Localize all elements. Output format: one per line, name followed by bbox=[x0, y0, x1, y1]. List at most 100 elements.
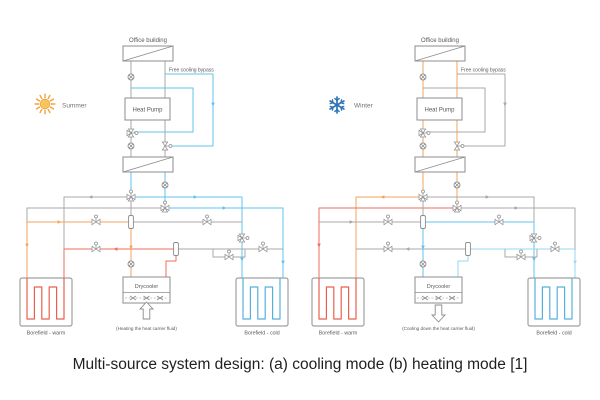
borefield-cold-label: Borefield - cold bbox=[536, 331, 571, 337]
valve-icon bbox=[91, 214, 101, 226]
heat-pump-box: Heat Pump bbox=[124, 97, 171, 121]
fan-icon bbox=[129, 295, 137, 301]
valve-icon bbox=[383, 214, 393, 226]
pipe-dcR bbox=[457, 255, 469, 277]
flow-arrow bbox=[113, 247, 118, 251]
pump-icon bbox=[419, 260, 427, 268]
pump-icon bbox=[127, 260, 135, 268]
heat-exchanger-box bbox=[414, 45, 466, 62]
drycooler-note: (Heating the heat carrier fluid) bbox=[116, 326, 177, 331]
pipe-segB bbox=[26, 207, 161, 222]
flow-arrow bbox=[222, 206, 227, 210]
pipe-dcR bbox=[165, 255, 177, 277]
flow-arrow bbox=[281, 260, 285, 265]
heat-pump-label: Heat Pump bbox=[132, 108, 163, 114]
air-flow-arrow bbox=[138, 301, 155, 320]
expansion-vessel bbox=[173, 242, 179, 256]
season-label: Winter bbox=[354, 103, 374, 110]
expansion-vessel bbox=[465, 242, 471, 256]
three-way-valve-icon bbox=[418, 128, 431, 138]
three-way-valve-icon bbox=[126, 189, 136, 202]
flow-arrow bbox=[129, 245, 133, 250]
valve-icon bbox=[202, 214, 212, 226]
heat-pump-box: Heat Pump bbox=[416, 97, 463, 121]
snowflake-icon bbox=[329, 96, 345, 114]
valve-icon bbox=[383, 241, 393, 253]
free-cooling-bypass-label: Free cooling bypass bbox=[169, 68, 214, 74]
borefield-cold-box: Borefield - cold bbox=[235, 277, 289, 337]
pump-icon bbox=[161, 181, 169, 189]
fan-icon bbox=[156, 295, 164, 301]
pipe-segD bbox=[461, 207, 576, 250]
valve-icon bbox=[550, 241, 560, 253]
drycooler-note: (Cooling down the heat carrier fluid) bbox=[402, 326, 475, 331]
office-building-label: Office building bbox=[129, 38, 167, 44]
drycooler-label: Drycooler bbox=[427, 284, 451, 290]
sun-icon bbox=[34, 93, 56, 115]
pipe-segC bbox=[426, 196, 535, 222]
flow-arrow bbox=[211, 102, 215, 107]
pipe-bypass bbox=[165, 73, 214, 147]
borefield-warm-box: Borefield - warm bbox=[311, 277, 365, 337]
expansion-vessel bbox=[128, 215, 134, 229]
pipe-bypass bbox=[457, 73, 506, 147]
flow-arrow bbox=[503, 102, 507, 107]
heat-exchanger-box bbox=[122, 156, 174, 173]
borefield-coil bbox=[26, 278, 65, 320]
borefield-cold-box: Borefield - cold bbox=[527, 277, 581, 337]
valve-icon bbox=[224, 249, 234, 261]
borefield-warm-label: Borefield - warm bbox=[27, 331, 66, 337]
fan-icon bbox=[421, 295, 429, 301]
drycooler-label: Drycooler bbox=[135, 284, 159, 290]
heat-exchanger-box bbox=[122, 45, 174, 62]
pump-icon bbox=[127, 73, 135, 81]
pump-icon bbox=[419, 73, 427, 81]
pipe-segC bbox=[134, 196, 243, 222]
three-way-valve-icon bbox=[418, 189, 428, 202]
flow-arrow bbox=[240, 257, 244, 262]
valve-icon bbox=[453, 141, 465, 151]
valve-icon bbox=[91, 241, 101, 253]
borefield-coil bbox=[318, 278, 357, 320]
fan-icon bbox=[435, 295, 442, 301]
borefield-warm-box: Borefield - warm bbox=[19, 277, 73, 337]
flow-arrow bbox=[193, 195, 198, 199]
heat-exchanger-box bbox=[414, 156, 466, 173]
fan-icon bbox=[448, 295, 456, 301]
pipe-bypass bbox=[131, 87, 194, 133]
three-way-valve-icon bbox=[160, 200, 170, 213]
pump-icon bbox=[453, 181, 461, 189]
fan-icon bbox=[143, 295, 150, 301]
valve-icon bbox=[494, 214, 504, 226]
flow-arrow bbox=[573, 260, 577, 265]
flow-arrow bbox=[380, 195, 385, 199]
office-building-label: Office building bbox=[421, 38, 459, 44]
air-flow-arrow bbox=[430, 304, 447, 323]
three-way-valve-icon bbox=[237, 233, 250, 243]
three-way-valve-icon bbox=[452, 200, 462, 213]
pump-icon bbox=[419, 142, 427, 150]
borefield-warm-label: Borefield - warm bbox=[319, 331, 358, 337]
flow-arrow bbox=[88, 195, 93, 199]
flow-arrow bbox=[405, 247, 410, 251]
pipe-bypass bbox=[423, 87, 486, 133]
flow-arrow bbox=[57, 220, 62, 224]
borefield-coil bbox=[534, 278, 573, 320]
pipe-segB bbox=[318, 207, 453, 222]
borefield-coil bbox=[242, 278, 281, 320]
drycooler-box: Drycooler bbox=[122, 276, 171, 304]
three-way-valve-icon bbox=[126, 128, 139, 138]
season-label: Summer bbox=[62, 103, 87, 110]
heat-pump-label: Heat Pump bbox=[424, 108, 455, 114]
flow-arrow bbox=[532, 257, 536, 262]
valve-icon bbox=[161, 141, 173, 151]
flow-arrow bbox=[349, 220, 354, 224]
valve-icon bbox=[516, 249, 526, 261]
figure-caption: Multi-source system design: (a) cooling … bbox=[72, 356, 528, 373]
flow-arrow bbox=[25, 243, 29, 248]
expansion-vessel bbox=[420, 215, 426, 229]
three-way-valve-icon bbox=[529, 233, 542, 243]
